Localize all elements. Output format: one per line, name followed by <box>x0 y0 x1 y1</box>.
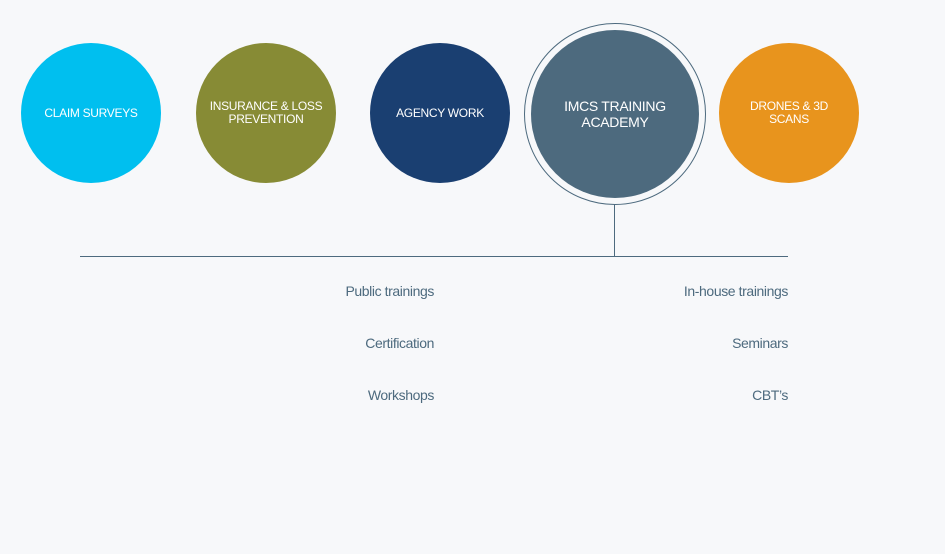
connector-line <box>614 204 615 257</box>
active-service-ring <box>524 23 706 205</box>
service-label: AGENCY WORK <box>396 105 484 120</box>
training-seminars[interactable]: Seminars <box>732 335 788 351</box>
training-certification[interactable]: Certification <box>365 335 434 351</box>
service-label: CLAIM SURVEYS <box>44 105 138 120</box>
service-agency-work[interactable]: AGENCY WORK <box>370 43 510 183</box>
training-list-right: In-house trainings Seminars CBT’s <box>488 282 788 438</box>
training-list-left: Public trainings Certification Workshops <box>134 282 434 438</box>
service-imcs-training-academy[interactable]: IMCS TRAINING ACADEMY <box>531 30 699 198</box>
training-public-trainings[interactable]: Public trainings <box>345 283 434 299</box>
service-label: IMCS TRAINING ACADEMY <box>564 98 666 130</box>
divider-line <box>80 256 788 257</box>
service-label: DRONES & 3D SCANS <box>749 99 829 126</box>
training-in-house-trainings[interactable]: In-house trainings <box>683 283 788 299</box>
service-label: INSURANCE & LOSS PREVENTION <box>209 99 323 126</box>
training-cbts[interactable]: CBT’s <box>752 387 788 403</box>
service-drones-3d-scans[interactable]: DRONES & 3D SCANS <box>719 43 859 183</box>
training-workshops[interactable]: Workshops <box>367 387 435 403</box>
service-insurance-loss-prevention[interactable]: INSURANCE & LOSS PREVENTION <box>196 43 336 183</box>
service-claim-surveys[interactable]: CLAIM SURVEYS <box>21 43 161 183</box>
